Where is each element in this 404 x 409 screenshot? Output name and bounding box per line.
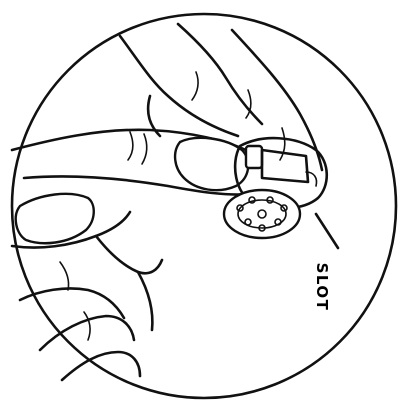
lower-hand [12, 194, 162, 380]
index-finger [12, 130, 250, 195]
callout-leader [316, 214, 338, 248]
lower-thumbnail [16, 194, 94, 243]
slot-callout-label: SLOT [313, 263, 331, 312]
